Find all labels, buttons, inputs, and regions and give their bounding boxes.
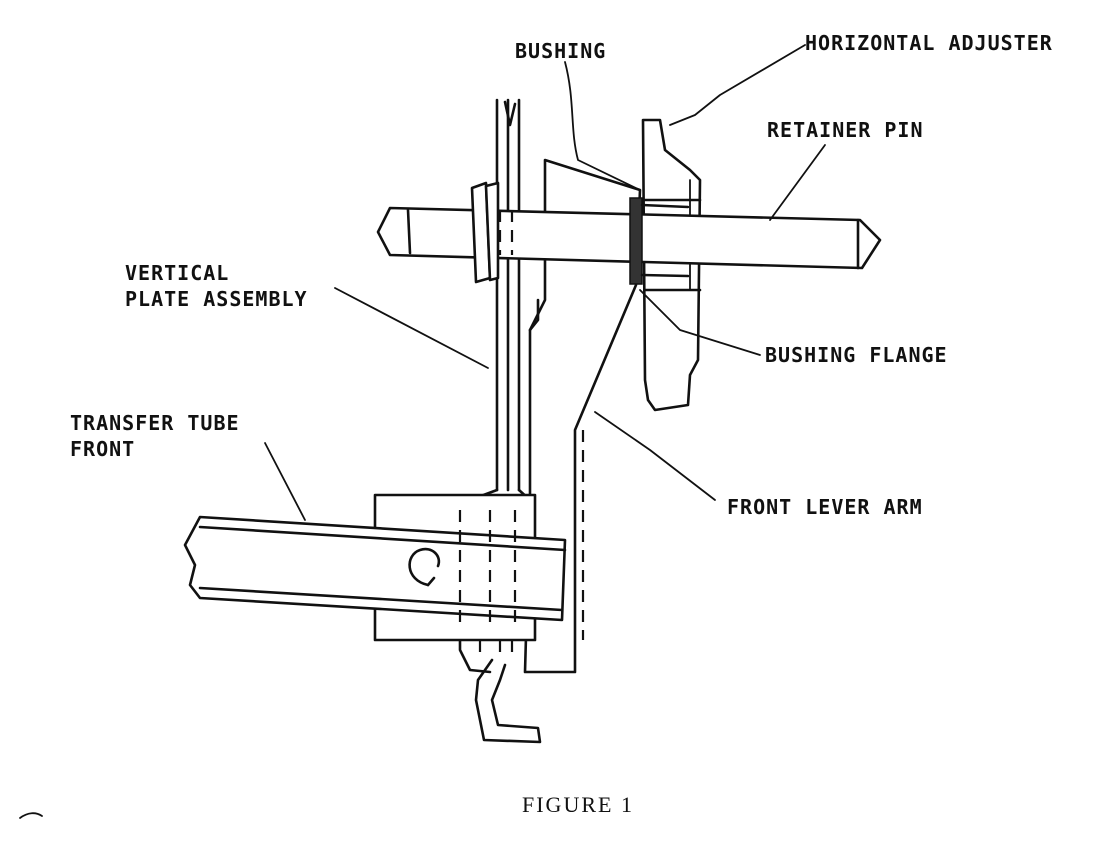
bushing-flange bbox=[629, 197, 690, 285]
label-retainer-pin: RETAINER PIN bbox=[767, 118, 924, 142]
label-transfer-line1: TRANSFER TUBE bbox=[70, 411, 240, 435]
transfer-tube-front bbox=[183, 493, 567, 642]
label-vertical-line2: PLATE ASSEMBLY bbox=[125, 287, 308, 311]
label-horizontal-adjuster: HORIZONTAL ADJUSTER bbox=[805, 31, 1053, 55]
figure-caption: FIGURE 1 bbox=[522, 792, 634, 817]
label-bushing: BUSHING bbox=[515, 39, 606, 63]
bottom-bracket bbox=[474, 658, 542, 744]
horizontal-adjuster bbox=[641, 118, 702, 412]
label-front-lever-arm: FRONT LEVER ARM bbox=[727, 495, 923, 519]
leader-lines bbox=[264, 44, 826, 521]
label-bushing-flange: BUSHING FLANGE bbox=[765, 343, 948, 367]
scan-mark bbox=[19, 812, 43, 819]
label-transfer-line2: FRONT bbox=[70, 437, 135, 461]
washer bbox=[470, 181, 500, 284]
retainer-pin bbox=[376, 206, 882, 270]
label-vertical-line1: VERTICAL bbox=[125, 261, 229, 285]
